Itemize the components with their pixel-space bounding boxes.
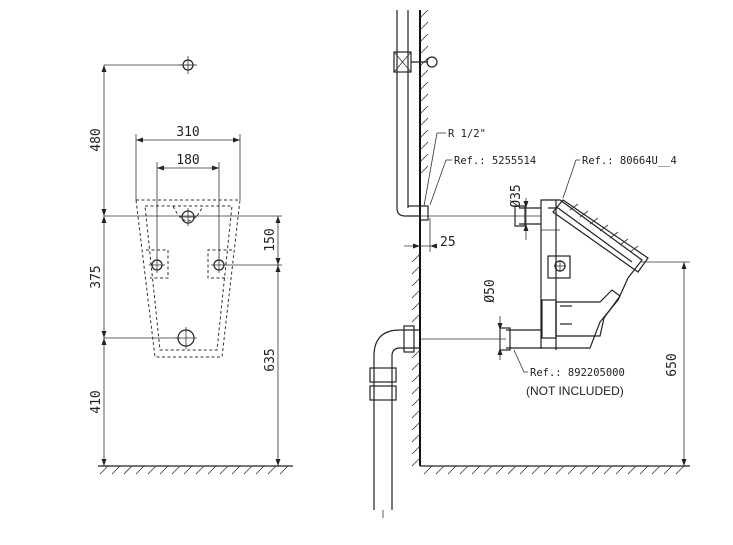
mounting-hole-top [179, 208, 197, 226]
dim-dia-50: Ø50 [483, 279, 498, 302]
outlet-hole [175, 327, 197, 349]
inlet-connector [419, 205, 429, 221]
dim-480: 480 [89, 128, 104, 151]
cover-hatching [569, 203, 639, 253]
dim-height-650: 650 [665, 353, 680, 376]
trap-connector [541, 299, 557, 339]
supply-pipe [393, 10, 438, 221]
dim-635: 635 [263, 348, 278, 371]
mounting-hole-left [149, 257, 165, 273]
dim-150: 150 [263, 228, 278, 251]
wall-hatching [411, 9, 429, 467]
dim-width-310: 310 [176, 125, 199, 140]
front-view: 310 180 480 375 410 150 635 [89, 56, 293, 475]
mounting-hole-right [211, 257, 227, 273]
dim-offset-25: 25 [440, 235, 456, 250]
side-floor-hatching [423, 465, 685, 475]
urinal-front-outline [135, 199, 241, 358]
front-floor-hatching [99, 465, 289, 475]
note-not-included: (NOT INCLUDED) [526, 384, 624, 398]
dim-375: 375 [89, 265, 104, 288]
ref-inlet: Ref.: 5255514 [454, 155, 536, 167]
cover-panel [552, 199, 649, 273]
drain-pipe [369, 325, 420, 518]
dim-dia-35: Ø35 [509, 184, 524, 207]
dim-width-180: 180 [176, 153, 199, 168]
ref-cover: Ref.: 80664U__4 [582, 155, 677, 167]
label-thread: R 1/2" [448, 128, 486, 140]
stop-valve-knob [426, 56, 438, 68]
dim-410: 410 [89, 390, 104, 413]
side-view: R 1/2" Ref.: 5255514 Ref.: 80664U__4 25 [369, 9, 690, 518]
ref-trap: Ref.: 892205000 [530, 367, 625, 379]
urinal-side-body [540, 199, 649, 350]
